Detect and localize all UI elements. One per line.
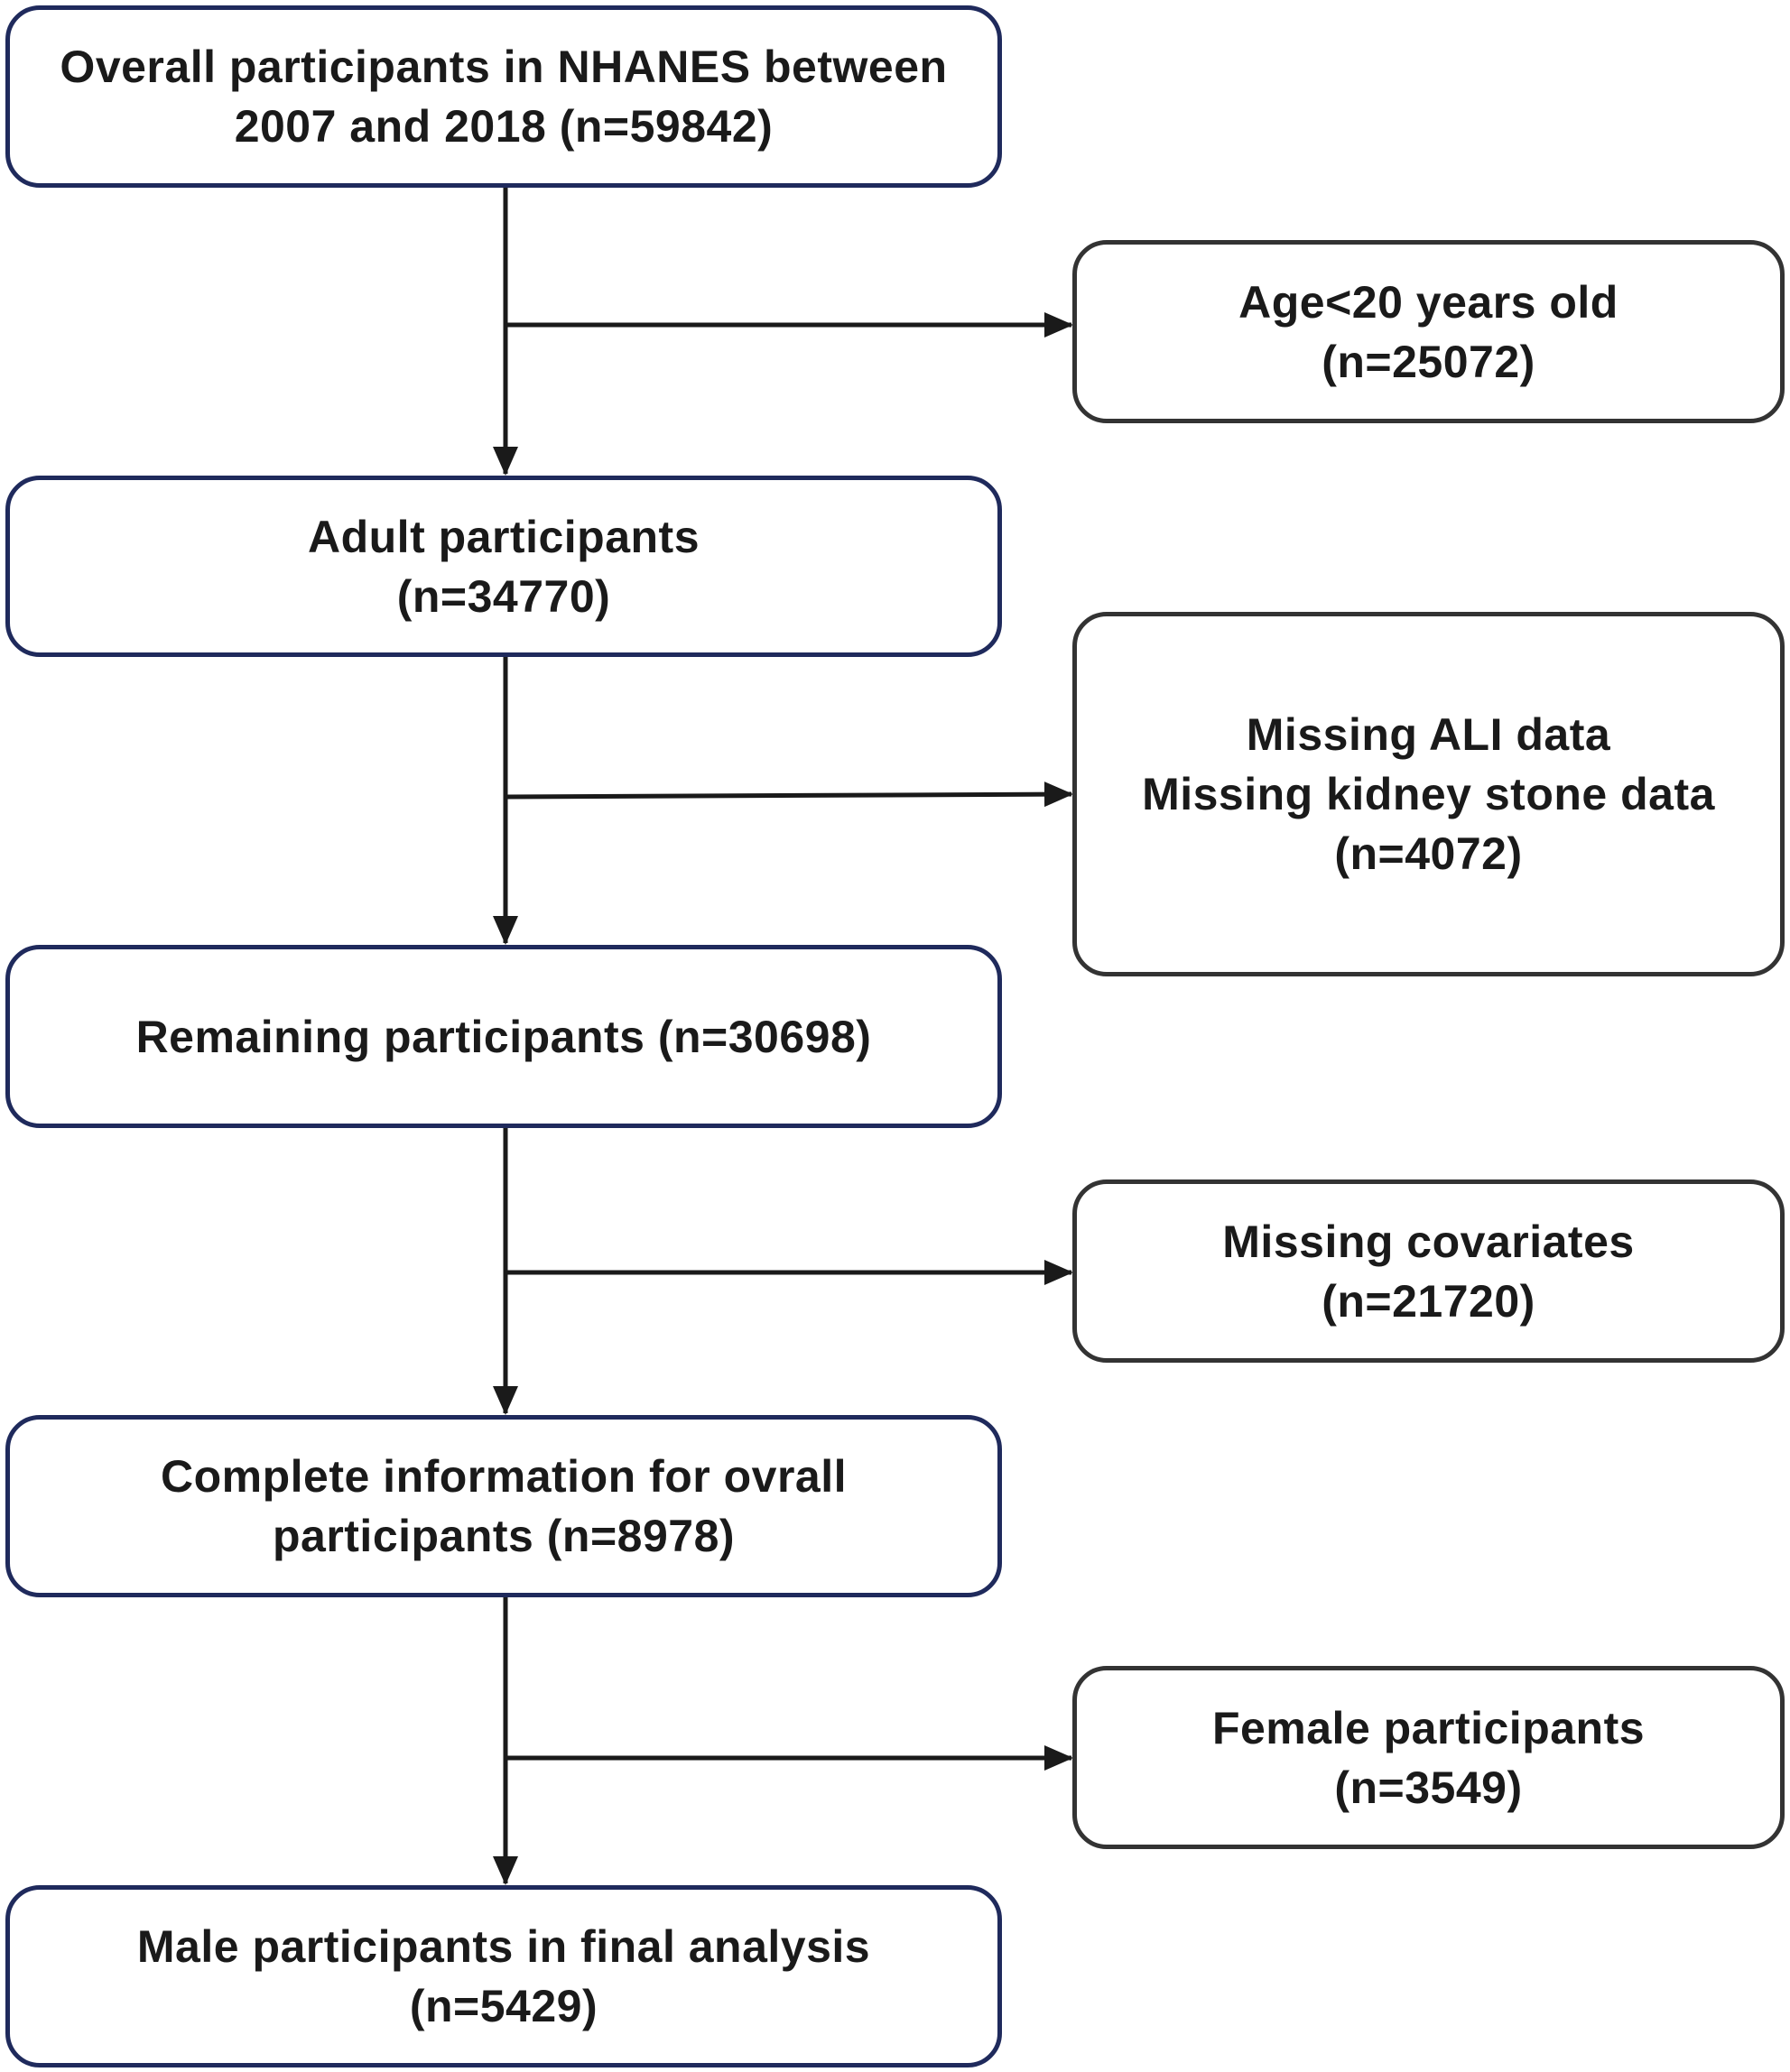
- box-adult-participants: Adult participants (n=34770): [5, 476, 1002, 657]
- box-complete-line2: participants (n=8978): [272, 1511, 736, 1561]
- box-male-line1: Male participants in final analysis: [136, 1921, 871, 1972]
- box-covariates-exclusion: Missing covariates (n=21720): [1072, 1179, 1785, 1363]
- box-remaining-participants: Remaining participants (n=30698): [5, 945, 1002, 1128]
- box-missing-data-line3: (n=4072): [1334, 828, 1523, 879]
- box-male-line2: (n=5429): [409, 1981, 598, 2031]
- box-male-participants: Male participants in final analysis (n=5…: [5, 1885, 1002, 2067]
- box-age-line2: (n=25072): [1322, 336, 1535, 387]
- box-covariates-line1: Missing covariates: [1222, 1216, 1635, 1267]
- box-adult-line2: (n=34770): [396, 570, 611, 622]
- box-missing-data-exclusion: Missing ALI data Missing kidney stone da…: [1072, 612, 1785, 976]
- box-overall-line2: 2007 and 2018 (n=59842): [234, 101, 774, 152]
- arrow-to-missing-data-exclusion: [505, 782, 1073, 808]
- box-age-line1: Age<20 years old: [1238, 276, 1618, 328]
- box-female-line1: Female participants: [1211, 1702, 1646, 1753]
- box-adult-line1: Adult participants: [307, 511, 700, 562]
- box-overall-line1: Overall participants in NHANES between: [60, 42, 948, 92]
- box-covariates-line2: (n=21720): [1322, 1275, 1535, 1327]
- box-missing-data-line2: Missing kidney stone data: [1142, 769, 1715, 819]
- box-remaining-line1: Remaining participants (n=30698): [135, 1011, 872, 1062]
- box-overall-participants: Overall participants in NHANES between 2…: [5, 5, 1002, 188]
- box-female-exclusion: Female participants (n=3549): [1072, 1666, 1785, 1849]
- box-missing-data-line1: Missing ALI data: [1246, 709, 1611, 760]
- box-female-line2: (n=3549): [1334, 1762, 1523, 1813]
- box-complete-line1: Complete information for ovrall: [160, 1451, 847, 1502]
- box-complete-information: Complete information for ovrall particip…: [5, 1415, 1002, 1597]
- box-age-exclusion: Age<20 years old (n=25072): [1072, 240, 1785, 423]
